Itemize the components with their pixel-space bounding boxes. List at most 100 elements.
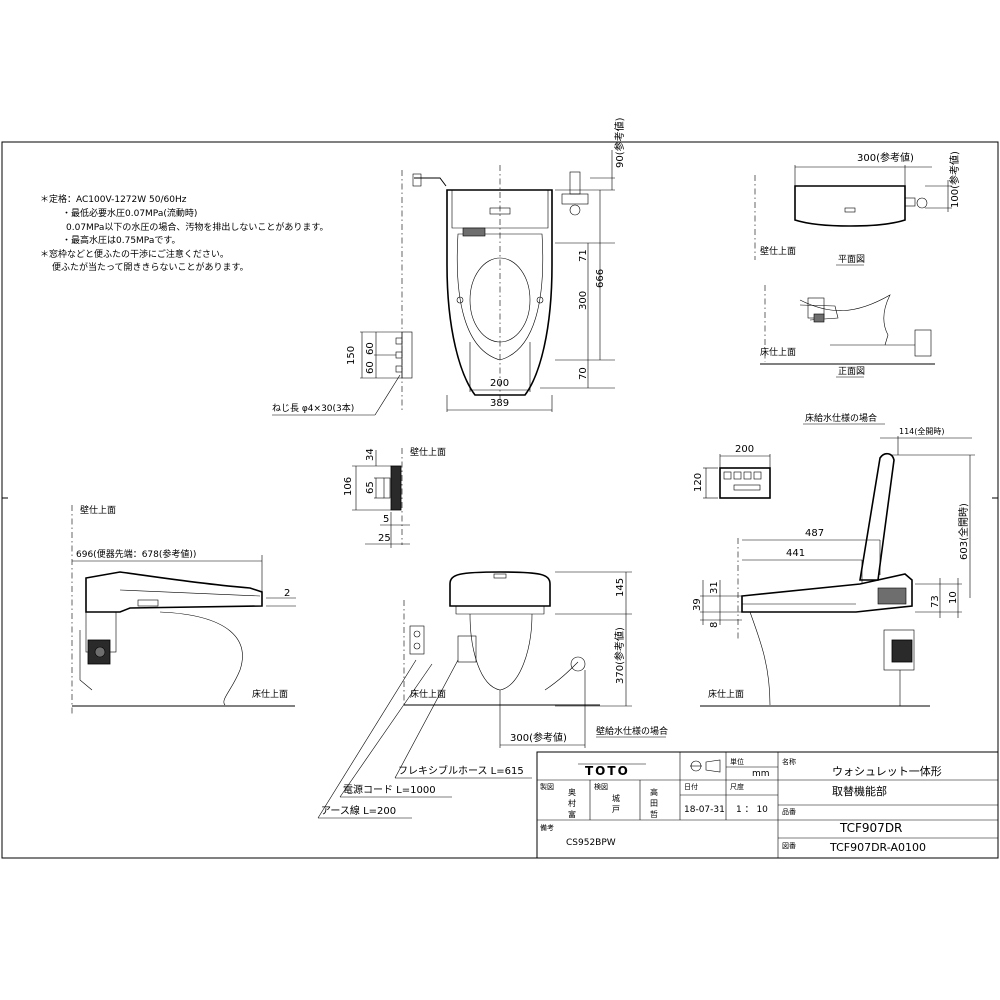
raised-lid-outline <box>859 452 895 581</box>
remote-detail: 200 120 <box>693 444 771 499</box>
drawing-label: 図番 <box>782 842 796 850</box>
front-hose-fitting <box>570 656 586 672</box>
approved-char1: 高 <box>650 787 658 797</box>
front-dim-370: 370(参考値) <box>613 627 626 684</box>
product-label: 品番 <box>782 808 796 816</box>
drafted-char2: 村 <box>568 798 576 808</box>
note-rating: ＊定格：AC100V-1272W 50/60Hz <box>40 193 187 205</box>
dim-389: 389 <box>490 398 509 409</box>
mounting-bracket <box>401 331 413 379</box>
front-lid-outline <box>449 571 551 607</box>
side-wall-label: 壁仕上面 <box>80 504 116 516</box>
top-view: 90(参考値) 71 666 300 70 200 389 150 60 60 … <box>272 117 626 416</box>
remote-control <box>719 467 771 499</box>
seat-outline <box>446 189 553 396</box>
toilet-bowl-opening <box>469 257 531 343</box>
remote-button-icon <box>723 471 732 480</box>
dim-8: 8 <box>709 622 720 628</box>
plan-body-outline <box>794 185 906 227</box>
dim-60b: 60 <box>365 361 376 374</box>
front-dim-300: 300(参考値) <box>510 731 567 744</box>
note-max-pressure: ・最高水圧は0.75MPaです。 <box>62 234 180 246</box>
plan-view: 300(参考値) 100(参考値) 壁仕上面 平面図 <box>754 151 961 266</box>
note-low-pressure: 0.07MPa以下の水圧の場合、汚物を排出しないことがあります。 <box>66 221 328 233</box>
front-faucet-icon <box>914 329 932 357</box>
approved-char3: 哲 <box>650 810 658 819</box>
remarks-label: 備考 <box>540 823 554 832</box>
plan-valve-icon <box>916 197 928 209</box>
dim-487: 487 <box>805 528 824 539</box>
drafted-char1: 奥 <box>568 787 576 797</box>
bracket-wall-label: 壁仕上面 <box>410 446 446 458</box>
side-dim-2: 2 <box>284 588 290 599</box>
product-name-line1: ウォシュレット一体形 <box>832 764 942 778</box>
right-floor-label: 床仕上面 <box>708 688 744 700</box>
scale-value: 1 ： 10 <box>736 805 768 815</box>
front-view-main: 床仕上面 145 370(参考値) 300(参考値) 壁給水仕様の場合 フレキシ… <box>317 571 668 819</box>
hose-label: フレキシブルホース L=615 <box>398 764 524 777</box>
front-view-small: 床仕上面 正面図 <box>760 285 935 378</box>
product-number: TCF907DR <box>839 821 902 835</box>
screw-spec: ねじ長 φ4×30(3本) <box>272 402 354 414</box>
toilet-lid <box>456 233 544 361</box>
side-dim-696: 696(便器先端：678(参考値)) <box>76 548 196 560</box>
bracket-dim-106: 106 <box>343 477 354 496</box>
scale-label: 尺度 <box>730 782 744 791</box>
dim-150: 150 <box>346 346 357 365</box>
front-bowl-outline <box>469 613 533 691</box>
drafted-char3: 富 <box>568 809 576 819</box>
remote-dim-200: 200 <box>735 444 754 455</box>
dim-441: 441 <box>786 548 805 559</box>
checked-char2: 戸 <box>612 805 620 814</box>
front-valve-unit <box>457 635 477 663</box>
dim-39: 39 <box>692 598 703 611</box>
side-view-right: 床給水仕様の場合 114(全開時) 603(全開時) 床仕上面 487 441 <box>692 412 975 707</box>
earth-label: アース線 L=200 <box>321 804 396 817</box>
remote-dim-120: 120 <box>693 473 704 492</box>
bracket-dim-34: 34 <box>365 448 376 461</box>
front-dim-145: 145 <box>615 578 626 597</box>
dim-666: 666 <box>595 269 606 288</box>
front-floor-label-main: 床仕上面 <box>410 688 446 700</box>
wall-supply-label: 壁給水仕様の場合 <box>596 725 668 737</box>
product-name-line2: 取替機能部 <box>832 784 887 798</box>
date-value: 18-07-31 <box>684 805 725 815</box>
dim-71: 71 <box>578 249 589 262</box>
date-label: 日付 <box>684 782 698 791</box>
plan-dim-300: 300(参考値) <box>857 151 914 164</box>
spec-notes: ＊定格：AC100V-1272W 50/60Hz ・最低必要水圧0.07MPa(… <box>40 193 328 273</box>
note-min-pressure: ・最低必要水圧0.07MPa(流動時) <box>62 207 197 219</box>
cord-label: 電源コード L=1000 <box>343 783 436 796</box>
unit-label: 単位 <box>730 757 744 766</box>
dim-70: 70 <box>578 367 589 380</box>
approved-char2: 田 <box>650 799 658 808</box>
drafted-label: 製図 <box>540 782 554 791</box>
right-bowl-outline <box>749 611 771 706</box>
bracket-dim-65: 65 <box>365 481 376 494</box>
front-floor-label: 床仕上面 <box>760 346 796 358</box>
dim-73: 73 <box>930 595 941 608</box>
side-view-left: 壁仕上面 696(便器先端：678(参考値)) 床仕上面 2 <box>71 504 296 715</box>
right-valve-icon <box>891 639 913 663</box>
bracket-dim-25: 25 <box>378 533 391 544</box>
plan-wall-label: 壁仕上面 <box>760 245 796 257</box>
side-bowl-outline <box>159 611 243 706</box>
dim-60a: 60 <box>365 342 376 355</box>
drawing-number: TCF907DR-A0100 <box>829 841 926 854</box>
dim-300-top: 300 <box>578 291 589 310</box>
dim-200-top: 200 <box>490 378 509 389</box>
dim-90-ref: 90(参考値) <box>613 117 626 168</box>
checked-label: 検図 <box>594 782 608 791</box>
name-label: 名称 <box>782 757 796 766</box>
checked-char1: 城 <box>612 794 620 803</box>
lift-dim-603: 603(全開時) <box>957 503 970 560</box>
sheet-border <box>1 141 999 859</box>
side-body-outline <box>85 571 263 613</box>
remarks-value: CS952BPW <box>566 838 616 848</box>
right-body-outline <box>741 573 913 613</box>
bracket-dim-5: 5 <box>383 514 389 525</box>
lift-dim-114: 114(全開時) <box>899 426 945 436</box>
front-earth-box <box>409 625 425 655</box>
note-window-frame: ＊窓枠などと便ふたの干渉にご注意ください。 <box>40 248 229 260</box>
